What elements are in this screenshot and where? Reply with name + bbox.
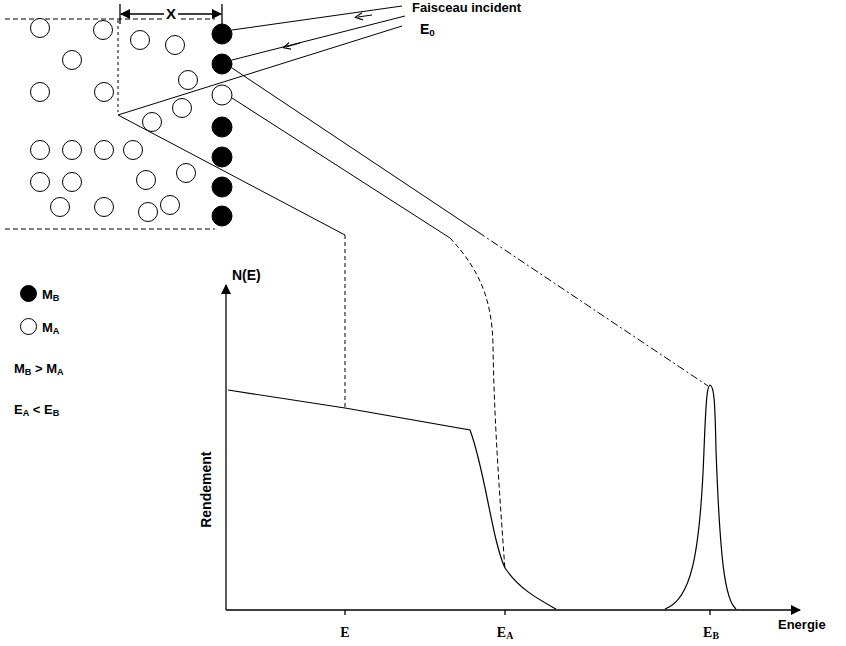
legend-note: MB > MA	[14, 362, 64, 376]
legend-swatch	[20, 318, 37, 335]
sample-outline	[5, 19, 215, 229]
axis-label: N(E)	[232, 268, 261, 283]
beam-lines	[118, 6, 478, 238]
legend-text: MA	[42, 321, 59, 335]
projection-lines	[345, 232, 708, 570]
surface-atoms	[212, 24, 232, 226]
spectrum-curve	[228, 385, 736, 609]
spectrum-axes	[226, 285, 800, 615]
tick-label: EA	[497, 625, 513, 640]
light-atoms	[31, 19, 198, 222]
depth-dimension	[120, 4, 222, 24]
tick-label: EB	[703, 625, 719, 640]
legend-text: MB	[42, 288, 59, 302]
axis-label: Rendement	[199, 452, 214, 528]
legend-swatch	[20, 285, 37, 302]
tick-label: E	[340, 625, 349, 640]
beam-label: Faisceau incident	[412, 1, 521, 15]
dimension-label: X	[164, 6, 178, 23]
legend-note: EA < EB	[14, 403, 59, 417]
energy-label: E0	[420, 22, 435, 37]
axis-label: Energie	[778, 618, 826, 632]
